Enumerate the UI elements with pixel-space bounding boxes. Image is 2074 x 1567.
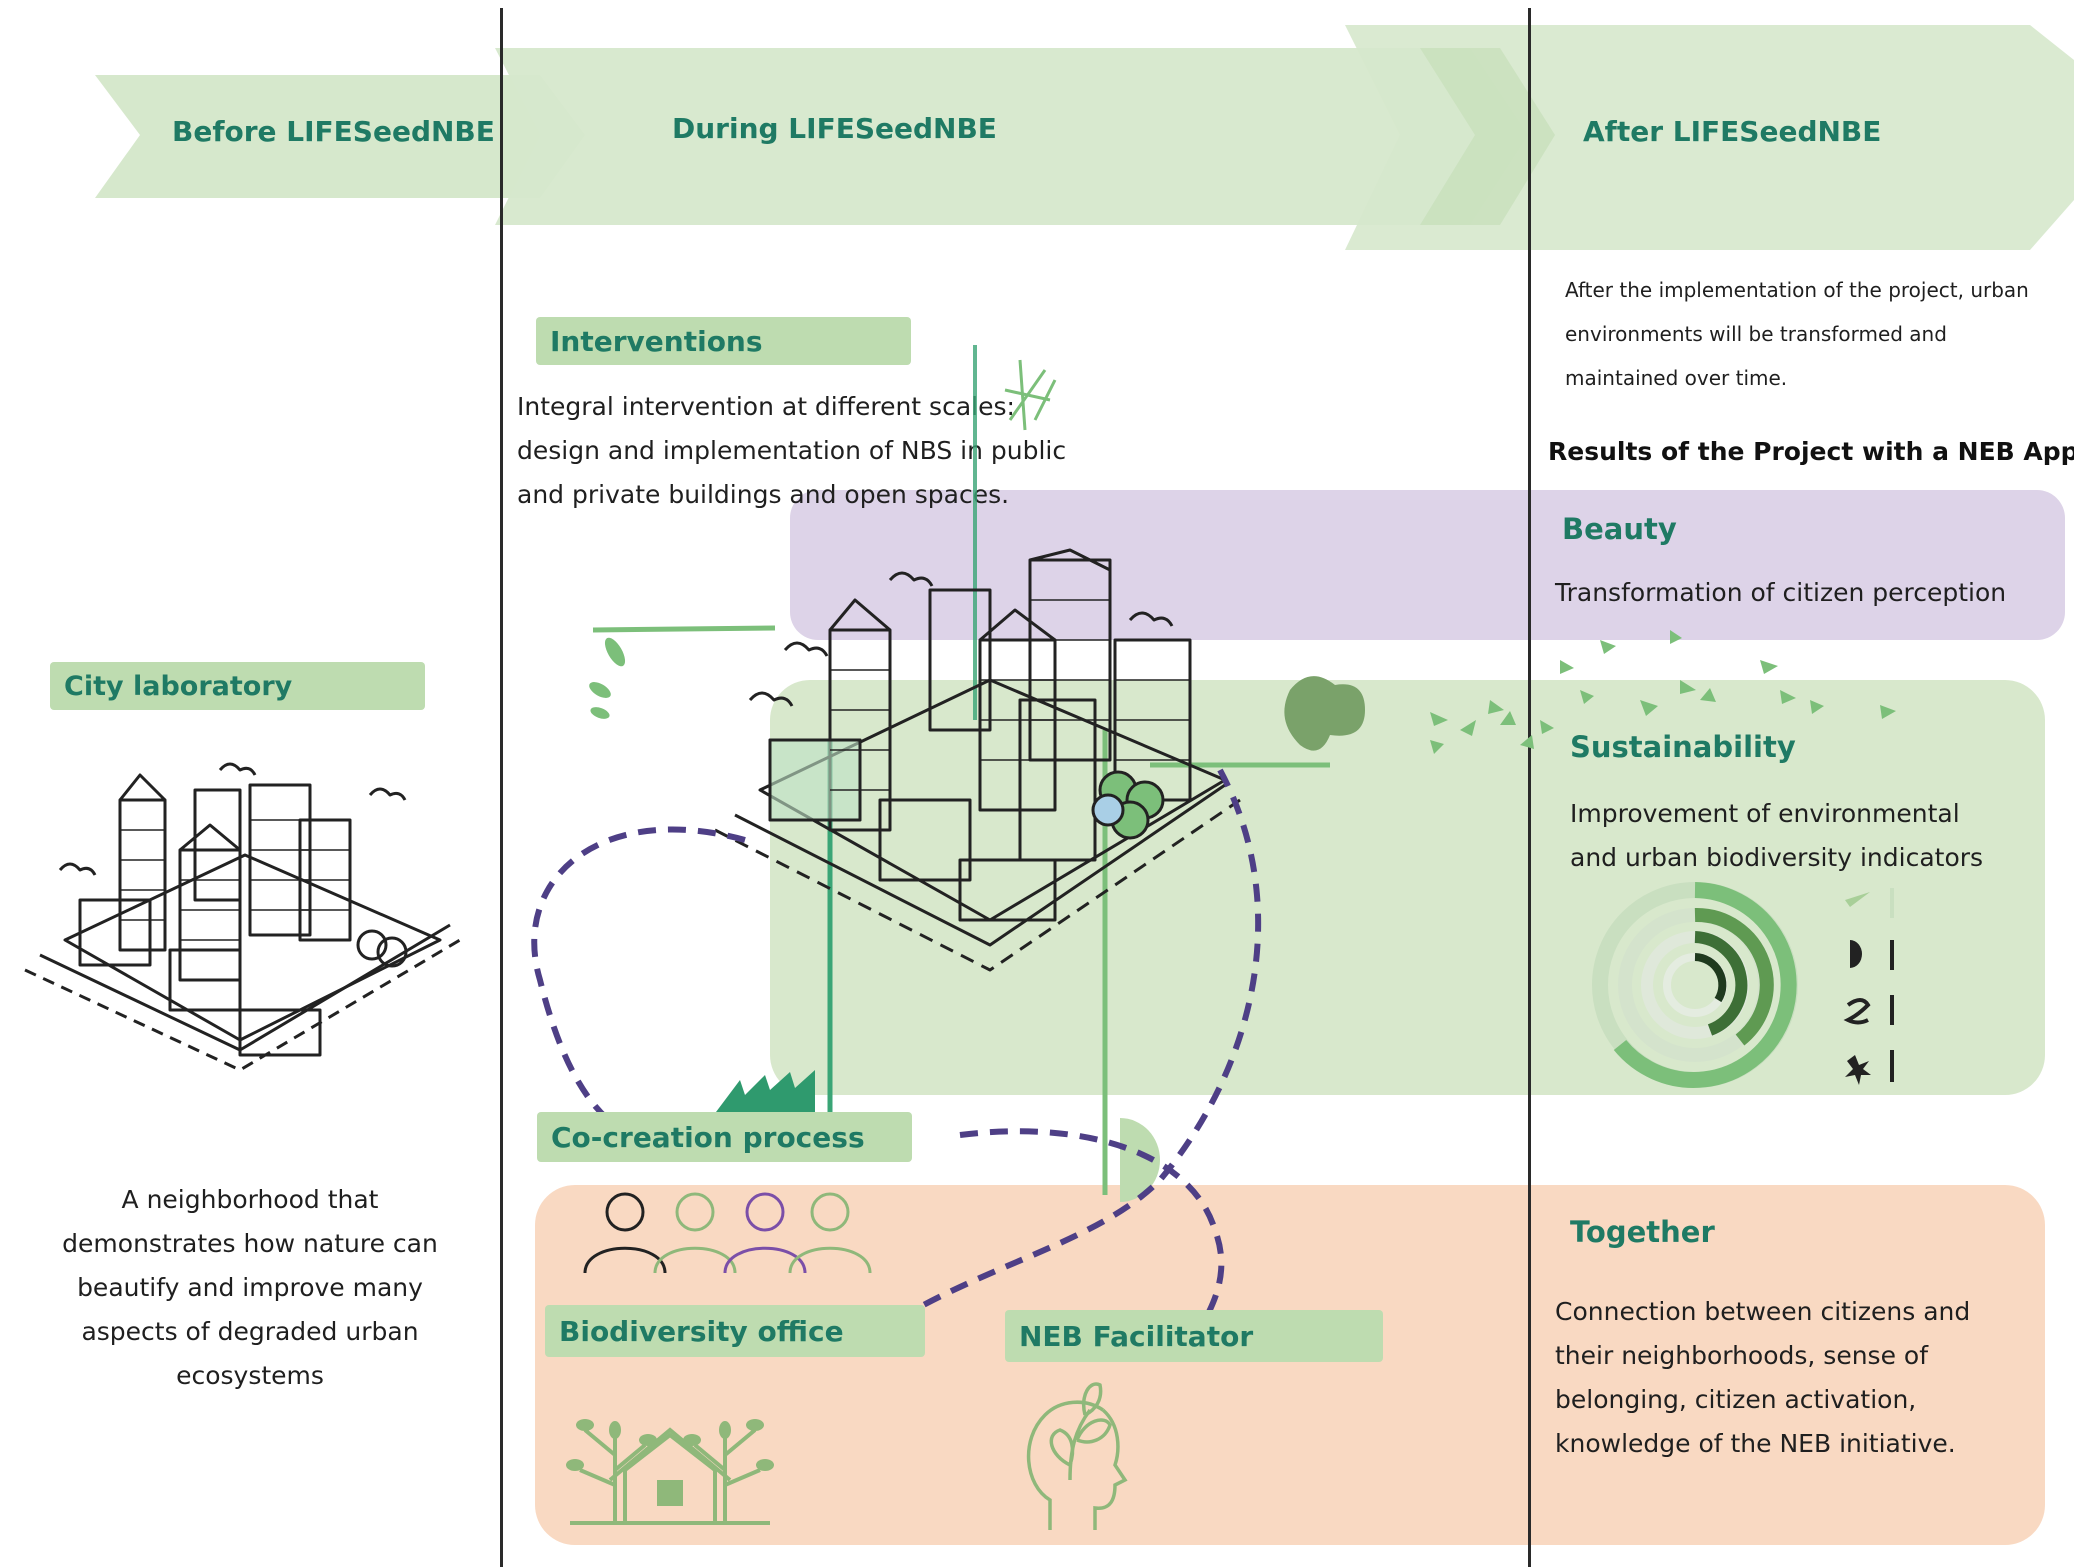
description-line: A neighborhood that	[121, 1185, 379, 1214]
house-trees-icon	[566, 1419, 774, 1525]
after-arrow	[1345, 25, 2074, 250]
description-line: aspects of degraded urban	[81, 1317, 419, 1346]
city-illustration-icon	[714, 548, 1241, 972]
together-band	[535, 1185, 2045, 1545]
sustainability-title: Sustainability	[1570, 730, 1796, 764]
together-line: belonging, citizen activation,	[1555, 1385, 1917, 1414]
before-phase-title: Before LIFESeedNBE	[172, 115, 495, 148]
sprout-icon	[1004, 359, 1057, 431]
divider-before-during	[500, 8, 503, 1567]
city-laboratory-description: A neighborhood that demonstrates how nat…	[40, 1178, 460, 1398]
city-laboratory-label: City laboratory	[50, 662, 425, 710]
interventions-line: and private buildings and open spaces.	[517, 480, 1010, 509]
interventions-line: Integral intervention at different scale…	[517, 392, 1015, 421]
together-title: Together	[1570, 1215, 1715, 1249]
after-intro-line: environments will be transformed and	[1565, 322, 1947, 346]
together-line: their neighborhoods, sense of	[1555, 1341, 1929, 1370]
sustainability-line: Improvement of environmental	[1570, 799, 1960, 828]
birds-icon	[1430, 630, 1896, 754]
neb-facilitator-label: NEB Facilitator	[1005, 1310, 1383, 1362]
together-line: knowledge of the NEB initiative.	[1555, 1429, 1956, 1458]
factory-icon	[710, 1070, 815, 1120]
after-phase-title: After LIFESeedNBE	[1583, 115, 1882, 148]
leaf-marks-icon	[589, 637, 626, 719]
after-intro-line: After the implementation of the project,…	[1565, 278, 2029, 302]
sustainability-text: Improvement of environmental and urban b…	[1570, 792, 1983, 880]
beauty-text: Transformation of citizen perception	[1555, 578, 2007, 607]
divider-during-after	[1528, 8, 1531, 1567]
during-phase-title: During LIFESeedNBE	[672, 112, 997, 145]
after-intro-line: maintained over time.	[1565, 366, 1788, 390]
head-sprout-icon	[1026, 1382, 1128, 1530]
description-line: ecosystems	[176, 1361, 324, 1390]
half-circle-icon	[1120, 1118, 1160, 1202]
sustainability-line: and urban biodiversity indicators	[1570, 843, 1984, 872]
together-line: Connection between citizens and	[1555, 1297, 1971, 1326]
people-group-icon	[583, 1192, 872, 1274]
results-title: Results of the Project with a NEB Approa…	[1548, 437, 2074, 466]
description-line: beautify and improve many	[77, 1273, 423, 1302]
biodiversity-office-label: Biodiversity office	[545, 1305, 925, 1357]
description-line: demonstrates how nature can	[62, 1229, 438, 1258]
blob-icon	[1284, 676, 1365, 751]
during-arrow	[495, 48, 1528, 225]
before-arrow	[95, 75, 585, 198]
cocreation-process-label: Co-creation process	[537, 1112, 912, 1162]
radial-progress-icon	[1592, 882, 1894, 1088]
after-intro-text: After the implementation of the project,…	[1565, 268, 2029, 400]
together-text: Connection between citizens and their ne…	[1555, 1290, 1970, 1466]
beauty-title: Beauty	[1562, 512, 1677, 546]
city-illustration-icon	[24, 762, 461, 1072]
interventions-label: Interventions	[536, 317, 911, 365]
